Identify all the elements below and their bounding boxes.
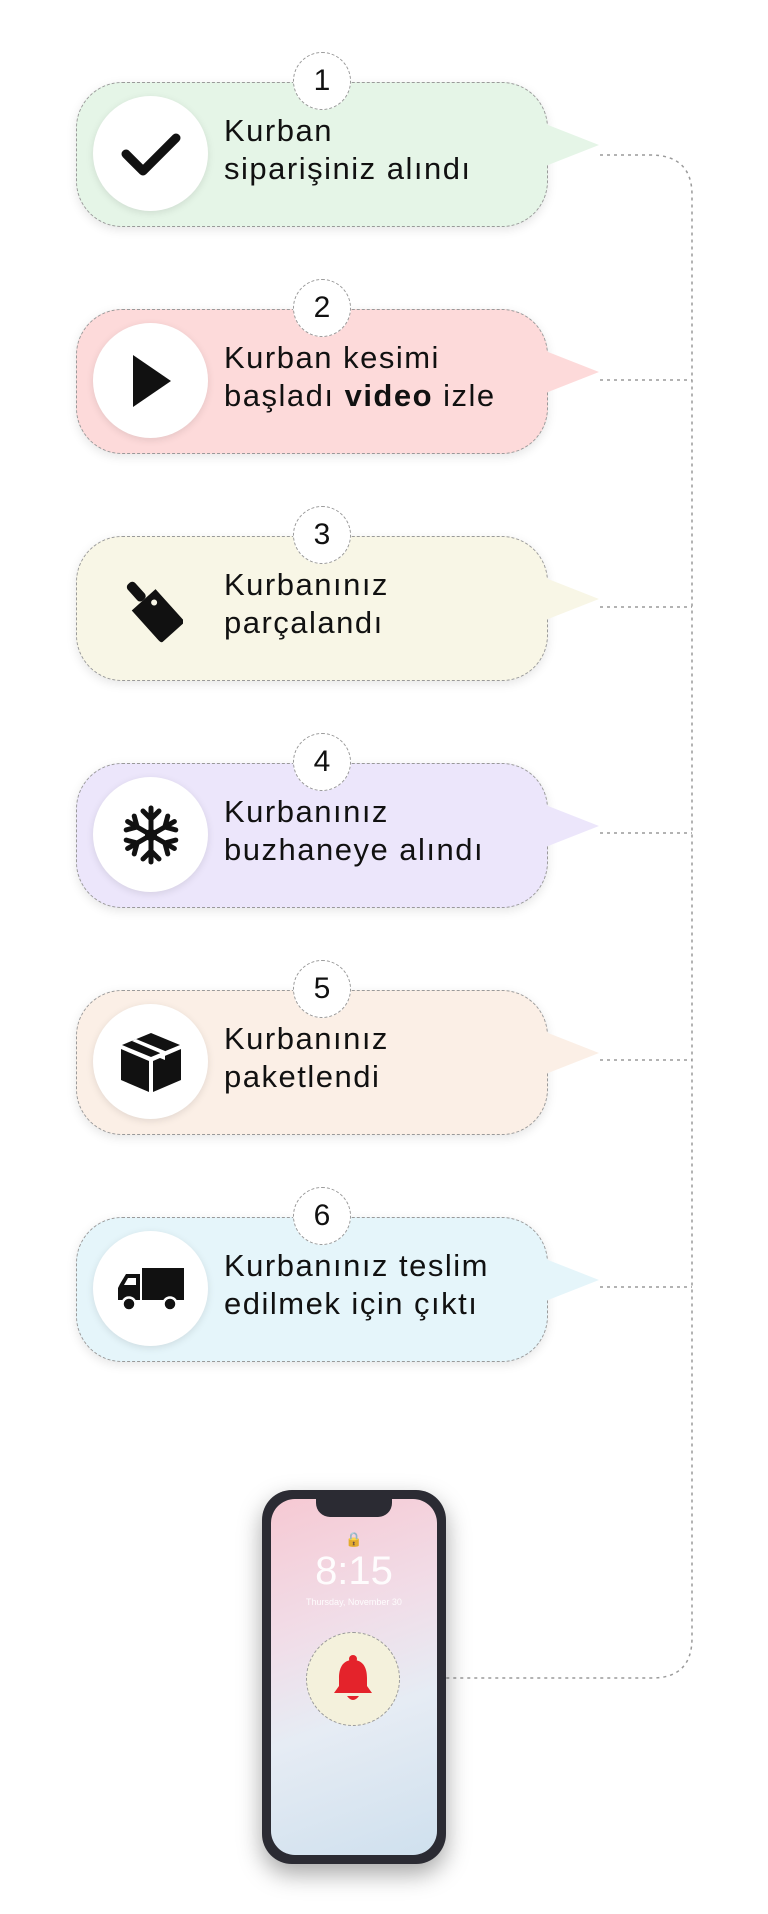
bubble-tail <box>543 350 599 394</box>
step-number: 3 <box>293 506 351 564</box>
step-label-line2: siparişiniz alındı <box>224 151 472 186</box>
phone-mockup: 🔒 8:15 Thursday, November 30 <box>262 1490 446 1864</box>
step-2[interactable]: 2 Kurban kesimi başladı video izle <box>0 227 768 454</box>
step-3: 3 Kurbanınız parçalandı <box>0 454 768 681</box>
step-label-line2: paketlendi <box>224 1059 381 1094</box>
step-label-text: izle <box>433 378 496 413</box>
notification-bell[interactable] <box>306 1632 400 1726</box>
step-label-line2: parçalandı <box>224 605 384 640</box>
lockscreen-date: Thursday, November 30 <box>306 1597 402 1607</box>
step-5: 5 Kurbanınız paketlendi <box>0 908 768 1135</box>
step-label: Kurban siparişiniz alındı <box>224 112 544 188</box>
truck-icon <box>93 1231 208 1346</box>
step-1: 1 Kurban siparişiniz alındı <box>0 0 768 227</box>
step-number: 4 <box>293 733 351 791</box>
step-number: 6 <box>293 1187 351 1245</box>
step-label-line1: Kurban kesimi <box>224 340 440 375</box>
step-number: 1 <box>293 52 351 110</box>
step-label-line1: Kurbanınız <box>224 1021 389 1056</box>
bubble-tail <box>543 577 599 621</box>
step-label: Kurbanınız buzhaneye alındı <box>224 793 544 869</box>
bubble-tail <box>543 123 599 167</box>
step-label-text: başladı <box>224 378 345 413</box>
bell-icon <box>334 1655 372 1700</box>
bubble-tail <box>543 1031 599 1075</box>
step-label: Kurban kesimi başladı video izle <box>224 339 544 415</box>
step-label-line1: Kurbanınız teslim <box>224 1248 489 1283</box>
video-link[interactable]: video <box>344 378 434 413</box>
lock-icon: 🔒 <box>345 1531 363 1547</box>
step-number: 2 <box>293 279 351 337</box>
step-label-line1: Kurbanınız <box>224 794 389 829</box>
bubble-tail <box>543 1258 599 1302</box>
step-label: Kurbanınız paketlendi <box>224 1020 544 1096</box>
bubble-tail <box>543 804 599 848</box>
phone-notch <box>316 1499 392 1517</box>
step-6: 6 Kurbanınız teslim edilmek için çıktı <box>0 1135 768 1362</box>
box-icon <box>93 1004 208 1119</box>
step-label-line2: buzhaneye alındı <box>224 832 485 867</box>
play-icon[interactable] <box>93 323 208 438</box>
step-label-line1: Kurban <box>224 113 333 148</box>
check-icon <box>93 96 208 211</box>
snowflake-icon <box>93 777 208 892</box>
cleaver-icon <box>93 550 208 665</box>
step-4: 4 Kurbanınız buzhaneye alındı <box>0 681 768 908</box>
step-label: Kurbanınız teslim edilmek için çıktı <box>224 1247 544 1323</box>
step-label-line2: başladı video izle <box>224 377 544 415</box>
step-label-line1: Kurbanınız <box>224 567 389 602</box>
lockscreen-time: 8:15 <box>315 1549 393 1593</box>
step-label: Kurbanınız parçalandı <box>224 566 544 642</box>
step-number: 5 <box>293 960 351 1018</box>
step-label-line2: edilmek için çıktı <box>224 1286 479 1321</box>
